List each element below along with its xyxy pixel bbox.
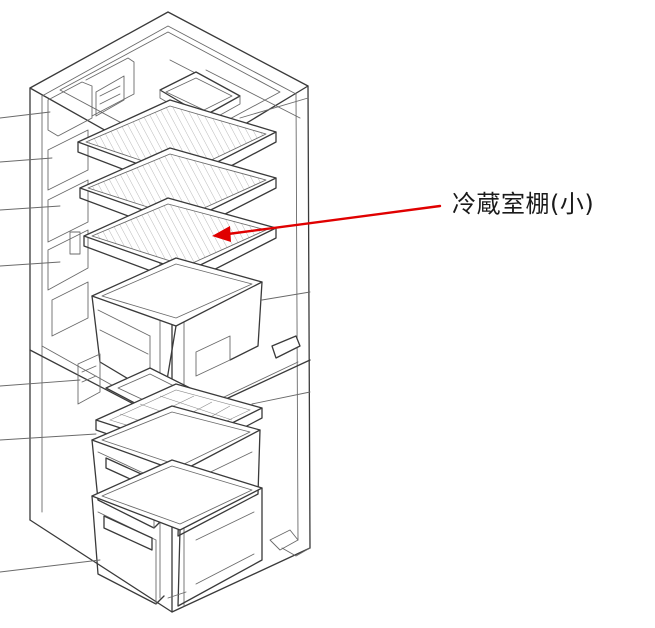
shelf-2 (79, 147, 277, 237)
side-switch (271, 335, 301, 359)
callout-label: 冷蔵室棚(小) (452, 190, 595, 218)
shelf-small-target (83, 197, 277, 285)
callout-arrow (212, 204, 442, 242)
right-leader-lines (239, 97, 311, 405)
freezer-drawer-2 (91, 459, 263, 607)
chilled-case (91, 257, 263, 393)
left-leader-lines (0, 111, 101, 573)
cabinet-feet (167, 529, 311, 599)
door-pockets (47, 57, 135, 337)
